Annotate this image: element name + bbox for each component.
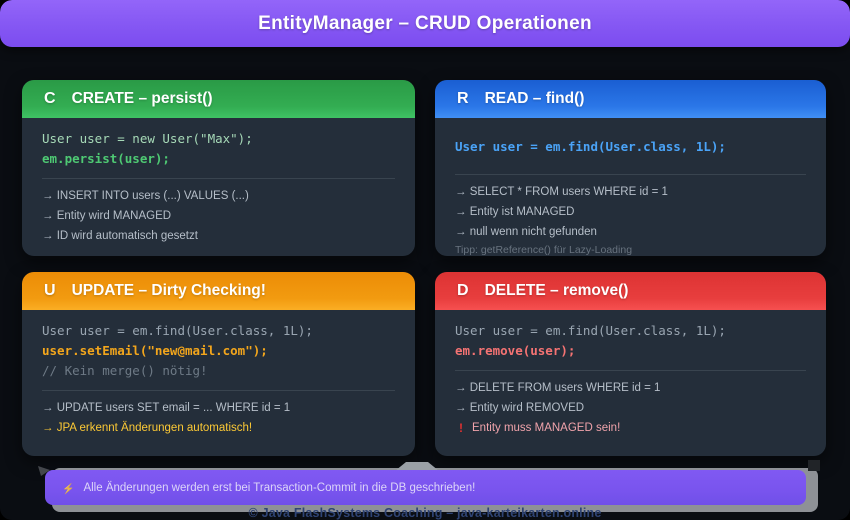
warning-icon: !	[459, 421, 463, 435]
card-create-header: C CREATE – persist()	[22, 80, 415, 118]
highlight-note: → JPA erkennt Änderungen automatisch!	[42, 422, 253, 434]
card-delete: D DELETE – remove() User user = em.find(…	[435, 272, 826, 456]
stack-sheet-notch	[395, 462, 439, 471]
card-letter: C	[44, 90, 56, 107]
tip-note: Tipp: getReference() für Lazy-Loading	[455, 244, 633, 256]
code-line: User user = em.find(User.class, 1L);	[42, 323, 313, 338]
code-line: em.remove(user);	[455, 343, 576, 358]
note: → Entity wird MANAGED	[42, 210, 172, 222]
divider	[455, 174, 806, 175]
warning-note: ! Entity muss MANAGED sein!	[455, 418, 806, 438]
note: → Entity ist MANAGED	[455, 206, 575, 218]
card-letter: U	[44, 282, 56, 299]
card-read-header: R READ – find()	[435, 80, 826, 118]
card-title: UPDATE – Dirty Checking!	[71, 282, 266, 299]
note: → null wenn nicht gefunden	[455, 226, 597, 238]
footer-credit: © Java FlashSystems Coaching – java-kart…	[248, 506, 602, 520]
code-line: em.persist(user);	[42, 151, 170, 166]
divider	[42, 178, 395, 179]
note: → INSERT INTO users (...) VALUES (...)	[42, 190, 249, 202]
lightning-icon: ⚡	[62, 484, 75, 495]
card-update-header: U UPDATE – Dirty Checking!	[22, 272, 415, 310]
divider	[42, 390, 395, 391]
card-delete-header: D DELETE – remove()	[435, 272, 826, 310]
stack-corner-right	[808, 460, 820, 471]
note: → SELECT * FROM users WHERE id = 1	[455, 186, 668, 198]
note: → ID wird automatisch gesetzt	[42, 230, 198, 242]
code-comment-line: // Kein merge() nötig!	[42, 363, 208, 378]
card-letter: D	[457, 282, 469, 299]
page-title: EntityManager – CRUD Operationen	[258, 12, 592, 34]
code-line: user.setEmail("new@mail.com");	[42, 343, 268, 358]
code-line: User user = em.find(User.class, 1L);	[455, 139, 726, 154]
stack-corner-left	[38, 466, 50, 476]
card-grid: C CREATE – persist() User user = new Use…	[22, 80, 826, 456]
card-title: CREATE – persist()	[71, 90, 213, 107]
banner-text: Alle Änderungen werden erst bei Transact…	[83, 481, 476, 494]
code-line: User user = new User("Max");	[42, 131, 253, 146]
card-title: READ – find()	[484, 90, 585, 107]
note: → UPDATE users SET email = ... WHERE id …	[42, 402, 291, 414]
code-line: User user = em.find(User.class, 1L);	[455, 323, 726, 338]
card-read: R READ – find() User user = em.find(User…	[435, 80, 826, 256]
card-update-body: User user = em.find(User.class, 1L); use…	[22, 310, 415, 448]
card-title: DELETE – remove()	[484, 282, 629, 299]
card-delete-body: User user = em.find(User.class, 1L); em.…	[435, 310, 826, 448]
card-update: U UPDATE – Dirty Checking! User user = e…	[22, 272, 415, 456]
transaction-banner: ⚡ Alle Änderungen werden erst bei Transa…	[45, 470, 806, 505]
card-read-body: User user = em.find(User.class, 1L); → S…	[435, 118, 826, 256]
card-letter: R	[457, 90, 469, 107]
header-bar: EntityManager – CRUD Operationen	[0, 0, 850, 47]
note: → Entity wird REMOVED	[455, 402, 585, 414]
divider	[455, 370, 806, 371]
card-create: C CREATE – persist() User user = new Use…	[22, 80, 415, 256]
note: → DELETE FROM users WHERE id = 1	[455, 382, 661, 394]
card-create-body: User user = new User("Max"); em.persist(…	[22, 118, 415, 256]
warning-note-text: Entity muss MANAGED sein!	[472, 422, 621, 434]
